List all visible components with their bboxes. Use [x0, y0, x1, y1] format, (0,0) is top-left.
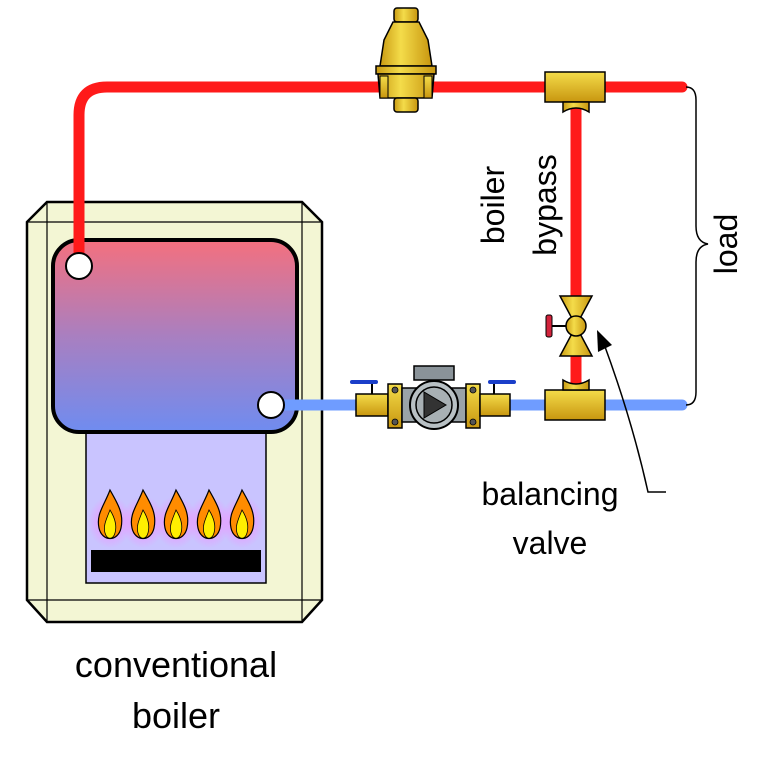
balancing-valve-label-line2: valve	[513, 525, 588, 561]
tee-fitting-icon	[544, 71, 606, 114]
load-bracket	[685, 86, 709, 406]
flame-icon	[121, 488, 165, 548]
boiler-bypass-label-line2: bypass	[527, 154, 563, 255]
supply-connection	[65, 252, 93, 280]
balancing-valve-pointer	[597, 330, 666, 493]
balancing-valve-label-line1: balancing	[482, 476, 619, 512]
burner-bar	[91, 550, 261, 572]
flame-icon	[88, 488, 132, 548]
circulator-pump-icon	[350, 365, 516, 430]
boiler-bypass-label-line1: boiler	[475, 166, 511, 245]
boiler-label-line1: conventional	[75, 644, 277, 685]
flames	[88, 488, 264, 548]
heat-exchanger	[51, 238, 299, 434]
tee-fitting-icon	[544, 378, 606, 421]
load-label: load	[708, 214, 744, 275]
flame-icon	[220, 488, 264, 548]
boiler-label-line2: boiler	[132, 695, 220, 736]
flame-icon	[154, 488, 198, 548]
return-connection	[257, 391, 285, 419]
air-separator-icon	[375, 7, 437, 113]
flame-icon	[187, 488, 231, 548]
globe-valve-icon	[545, 295, 594, 357]
